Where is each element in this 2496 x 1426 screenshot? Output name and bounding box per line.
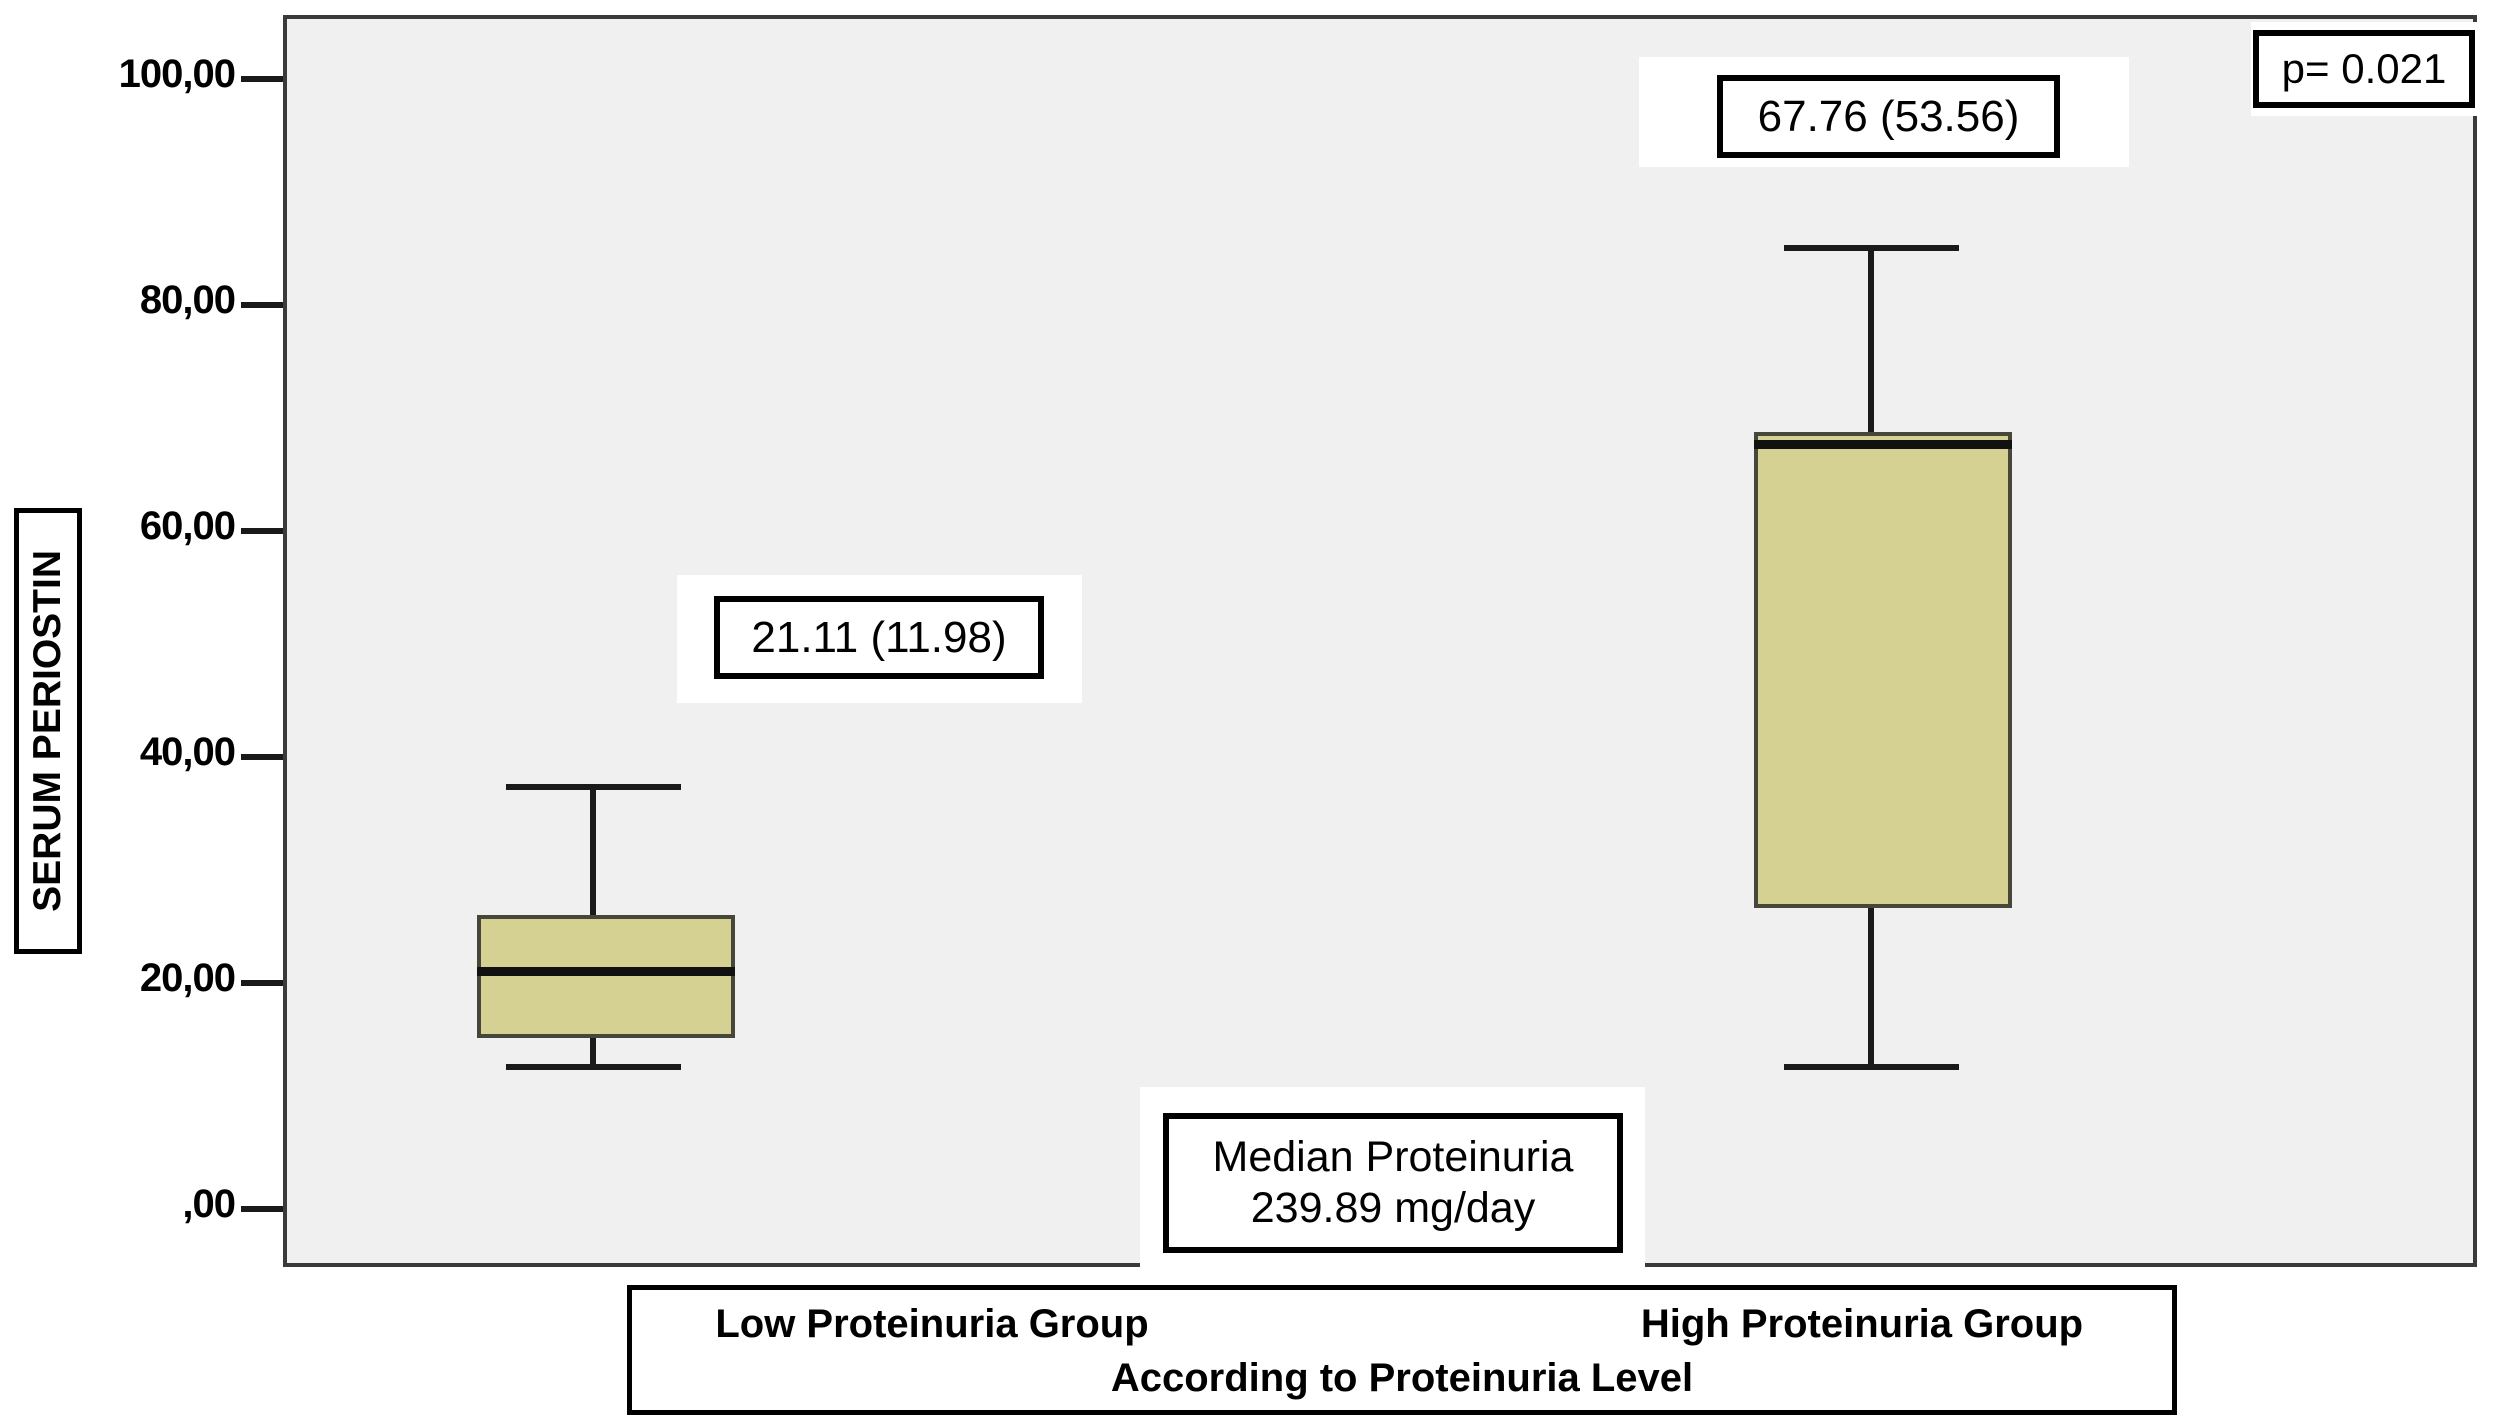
whisker-stem-bottom-high: [1868, 908, 1874, 1068]
x-axis-group-label-high: High Proteinuria Group: [1640, 1302, 2084, 1346]
median-line-high: [1754, 440, 2012, 449]
median-proteinuria-line1: Median Proteinuria: [1212, 1133, 1574, 1182]
y-tick-mark-0: [241, 1206, 283, 1212]
box-rect-low: [477, 915, 735, 1038]
y-tick-label-80: 80,00: [139, 278, 236, 322]
y-tick-label-20: 20,00: [139, 956, 236, 1000]
y-axis-title-label: SERUM PERIOSTIN: [26, 550, 69, 912]
median-proteinuria-line2: 239.89 mg/day: [1250, 1184, 1536, 1232]
y-tick-label-100: 100,00: [118, 52, 236, 96]
plot-area: [283, 15, 2477, 1267]
y-tick-label-40: 40,00: [139, 730, 236, 774]
y-tick-mark-60: [241, 528, 283, 534]
y-tick-mark-80: [241, 302, 283, 308]
y-tick-label-0: ,00: [182, 1182, 236, 1226]
median-line-low: [477, 967, 735, 976]
whisker-cap-bottom-low: [506, 1064, 681, 1070]
y-tick-mark-20: [241, 980, 283, 986]
x-axis-title: According to Proteinuria Level: [1110, 1356, 1694, 1400]
y-axis: 100,00 80,00 60,00 40,00 20,00 ,00 SERUM…: [0, 0, 283, 1290]
callout-p-value: p= 0.021: [2253, 30, 2475, 108]
callout-low-group-stat: 21.11 (11.98): [714, 596, 1044, 679]
box-rect-high: [1754, 432, 2012, 908]
whisker-stem-bottom-low: [590, 1038, 596, 1068]
whisker-cap-bottom-high: [1784, 1064, 1959, 1070]
y-tick-mark-100: [241, 76, 283, 82]
callout-high-group-stat: 67.76 (53.56): [1717, 75, 2060, 158]
whisker-stem-top-high: [1868, 245, 1874, 435]
x-axis: Low Proteinuria Group High Proteinuria G…: [627, 1285, 2177, 1415]
x-axis-group-label-low: Low Proteinuria Group: [715, 1302, 1149, 1346]
y-tick-mark-40: [241, 754, 283, 760]
whisker-stem-top-low: [590, 784, 596, 918]
y-axis-title: SERUM PERIOSTIN: [14, 508, 82, 954]
y-tick-label-60: 60,00: [139, 504, 236, 548]
callout-median-proteinuria: Median Proteinuria 239.89 mg/day: [1163, 1113, 1623, 1253]
